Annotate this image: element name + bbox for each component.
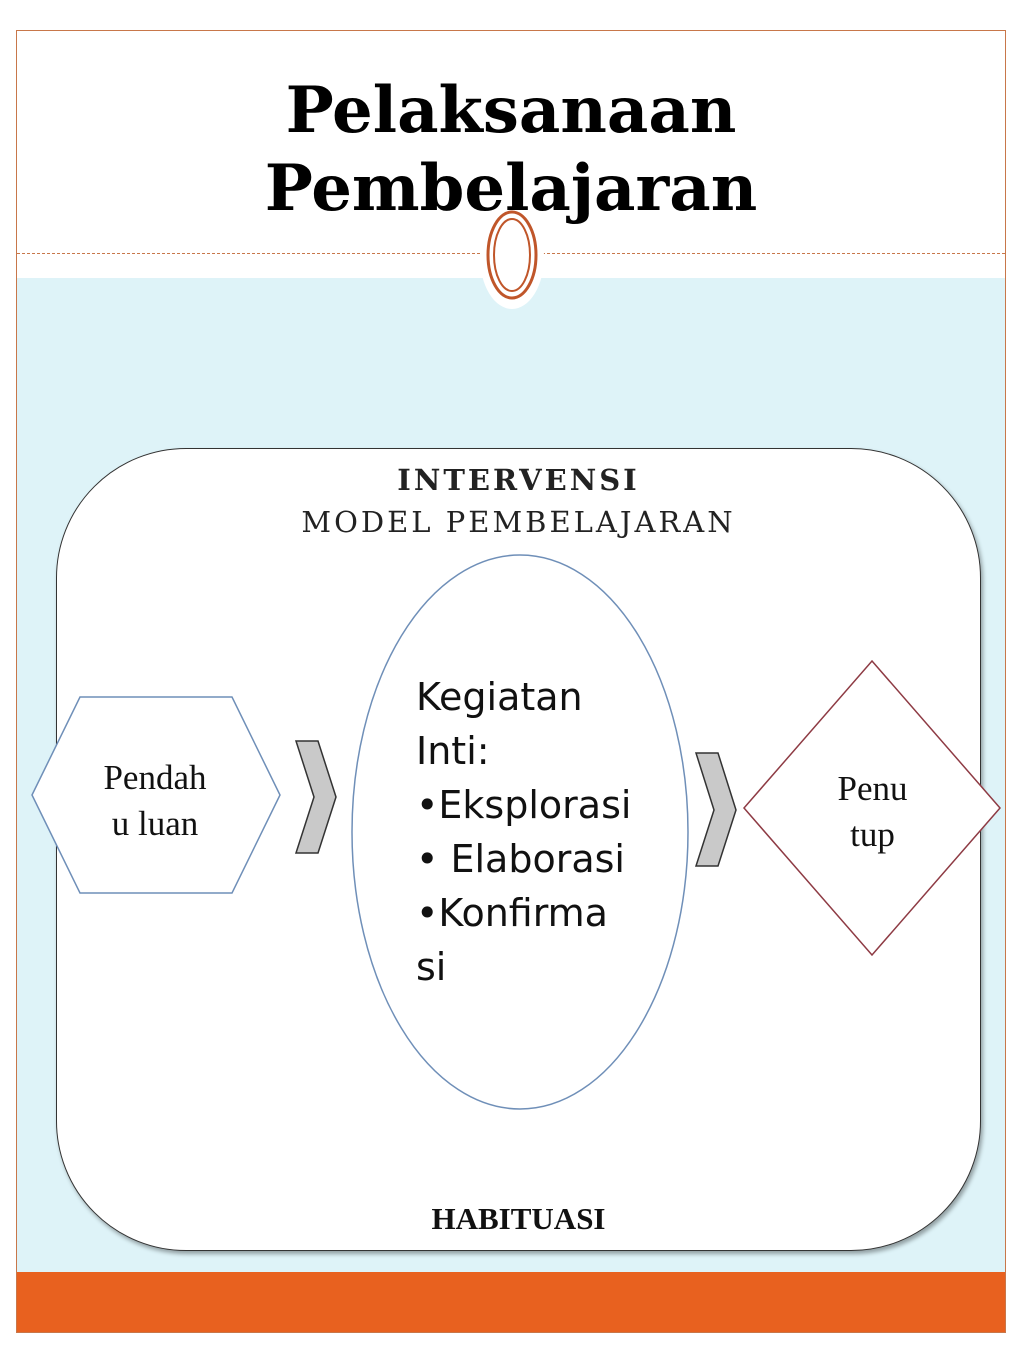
start-label-line-1: Pendah: [103, 758, 207, 797]
start-label: Pendah u luan: [60, 755, 250, 847]
slide-title-line-2: Pembelajaran: [264, 151, 758, 226]
chevron-arrow-2-icon: [694, 752, 737, 867]
diagram-footer: HABITUASI: [431, 1201, 606, 1236]
slide-title-line-1: Pelaksanaan: [285, 73, 737, 148]
core-label-line-6: si: [416, 945, 447, 989]
core-label: Kegiatan Inti: •Eksplorasi • Elaborasi •…: [416, 670, 666, 994]
start-hexagon: [31, 696, 281, 894]
oval-ornament-icon: [480, 205, 544, 309]
end-label: Penu tup: [800, 766, 945, 858]
diagram-subheading: MODEL PEMBELAJARAN: [301, 505, 736, 539]
end-label-line-1: Penu: [837, 769, 908, 808]
core-label-line-4: • Elaborasi: [416, 837, 625, 881]
chevron-arrow-1-icon: [294, 740, 337, 854]
core-oval: [351, 554, 689, 1110]
core-label-line-5: •Konfirma: [416, 891, 608, 935]
end-diamond: [743, 659, 1001, 957]
slide-title: Pelaksanaan Pembelajaran: [16, 72, 1006, 228]
end-label-line-2: tup: [850, 815, 895, 854]
diagram-heading: INTERVENSI: [397, 463, 640, 497]
core-label-line-2: Inti:: [416, 729, 490, 773]
start-label-line-2: u luan: [111, 804, 199, 843]
bottom-accent-band: [17, 1272, 1005, 1332]
core-label-line-1: Kegiatan: [416, 675, 583, 719]
core-label-line-3: •Eksplorasi: [416, 783, 632, 827]
